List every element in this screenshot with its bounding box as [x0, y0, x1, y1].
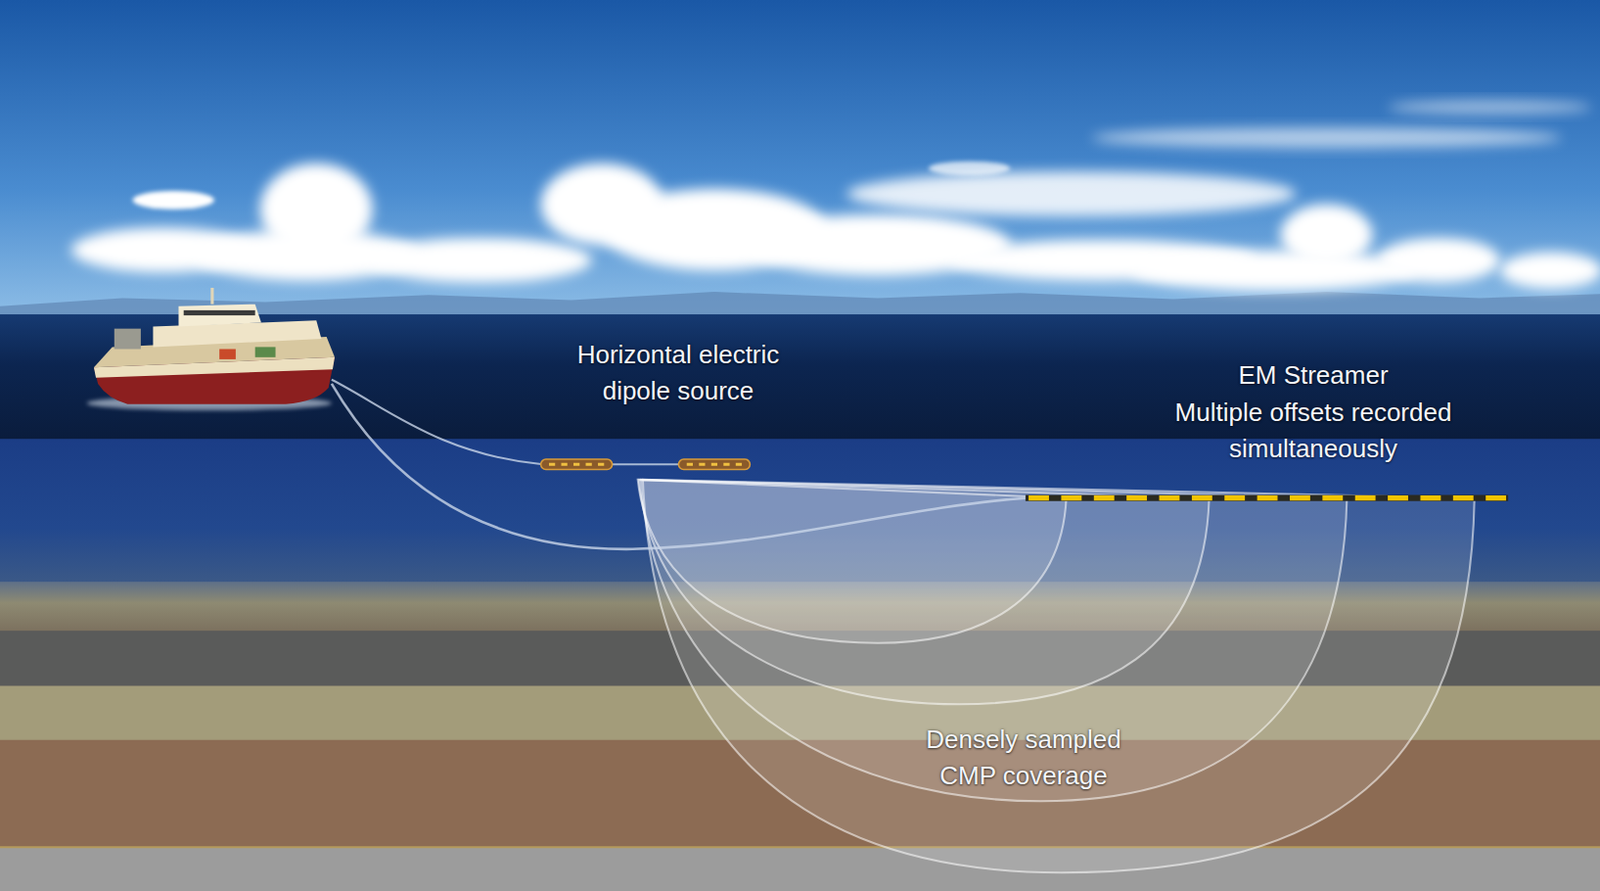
streamer-cable [331, 383, 1026, 549]
bridge [178, 304, 261, 327]
cloud [928, 161, 1010, 177]
source-cable [612, 462, 680, 465]
coverage-label: Densely sampled CMP coverage [909, 721, 1140, 794]
bridge-windows [183, 310, 256, 316]
superstructure [152, 320, 321, 347]
dipole-source [541, 458, 751, 469]
sky [0, 0, 1600, 317]
survey-vessel [87, 287, 335, 411]
source-label: Horizontal electric dipole source [544, 336, 814, 410]
cloud [133, 190, 215, 210]
electrode-band [686, 462, 742, 466]
crane [114, 328, 141, 350]
streamer-receivers [1028, 495, 1509, 501]
cloud [1132, 249, 1418, 291]
cloud [1500, 251, 1600, 289]
streamer-title: EM Streamer [1166, 357, 1461, 394]
cloud [1092, 127, 1562, 148]
source-cable [331, 379, 544, 465]
coverage-arc [638, 479, 1067, 643]
deck-equipment [255, 346, 276, 357]
streamer-note: Multiple offsets recorded simultaneously [1144, 394, 1483, 467]
clouds [71, 99, 1600, 291]
deck-equipment [219, 348, 236, 359]
electrode [541, 458, 613, 469]
cloud [846, 171, 1296, 217]
electrode-band [548, 462, 604, 466]
cloud [366, 237, 592, 283]
cloud [1387, 99, 1593, 115]
rock-layer [0, 846, 1600, 891]
cloud [1377, 237, 1501, 283]
streamer-body [1025, 495, 1509, 502]
mast [210, 287, 214, 305]
electrode [678, 458, 750, 469]
layer-boundary [0, 845, 1600, 848]
em-streamer [1025, 497, 1509, 499]
